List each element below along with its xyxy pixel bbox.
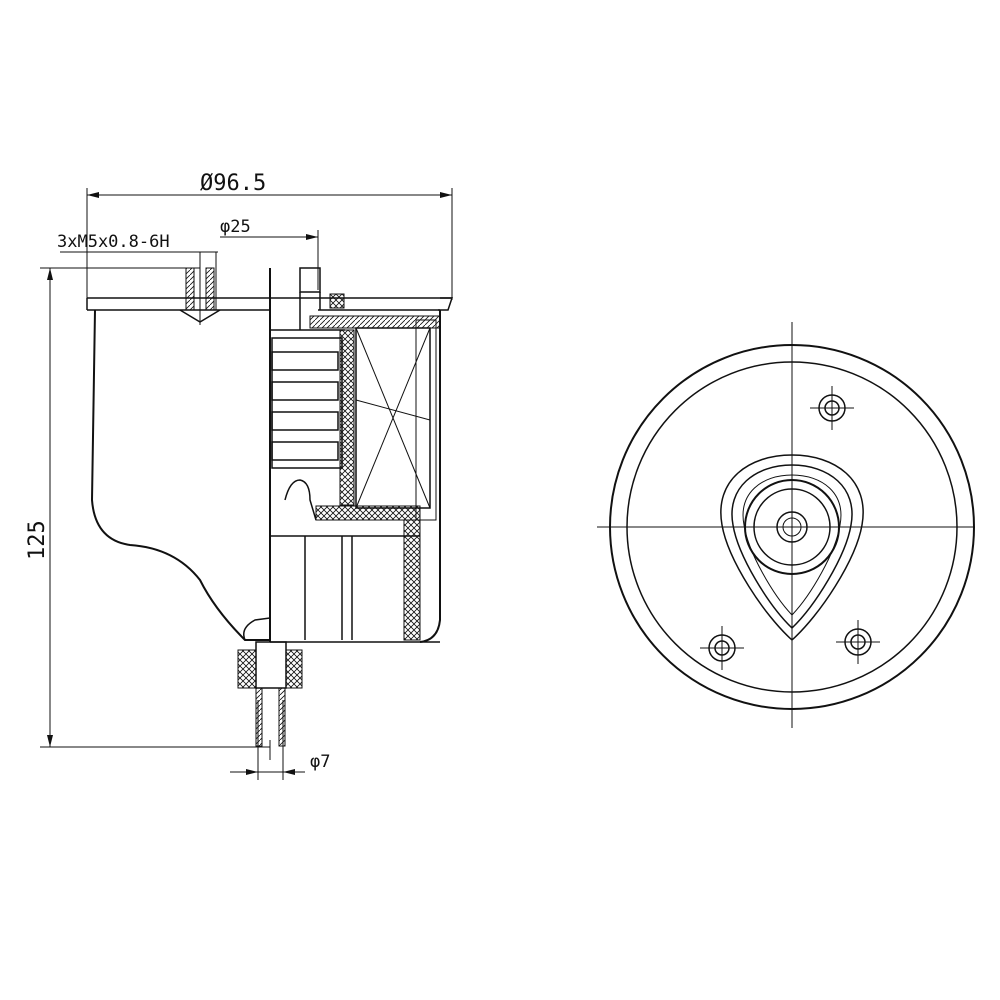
- outer-rim-circle: [609, 344, 975, 710]
- filter-cartridge: [339, 319, 437, 521]
- center-housing: [269, 268, 441, 643]
- inner-rim-circle: [626, 361, 958, 693]
- center-hole: [776, 511, 808, 543]
- bowl-profile: [90, 309, 270, 641]
- port-diameter-dimension: φ25: [220, 217, 319, 290]
- bottom-seal: [284, 479, 421, 641]
- bolt-hole-right: [836, 620, 880, 664]
- outlet-diameter-label: φ7: [310, 752, 330, 772]
- outer-diameter-dimension: Ø96.5: [86, 171, 453, 300]
- thread-spec-label: 3xM5x0.8-6H: [57, 232, 170, 252]
- port-diameter-label: φ25: [220, 217, 251, 237]
- slotted-element: [271, 337, 343, 469]
- bolt-hole-top: [810, 386, 854, 430]
- outlet-fitting: [237, 641, 303, 760]
- center-port-outer: [744, 479, 840, 575]
- plan-view: [597, 322, 975, 728]
- height-label: 125: [25, 520, 50, 560]
- center-port-inner: [753, 488, 831, 566]
- thread-bolt: [179, 262, 221, 325]
- height-dimension: 125: [25, 267, 270, 748]
- top-seal: [299, 267, 441, 330]
- bolt-hole-left: [700, 626, 744, 670]
- outer-diameter-label: Ø96.5: [200, 171, 266, 196]
- teardrop-boss-inner: [731, 464, 853, 630]
- side-section-view: Ø96.5 3xM5x0.8-6H φ25 125: [25, 171, 454, 780]
- teardrop-boss-outer: [720, 454, 864, 642]
